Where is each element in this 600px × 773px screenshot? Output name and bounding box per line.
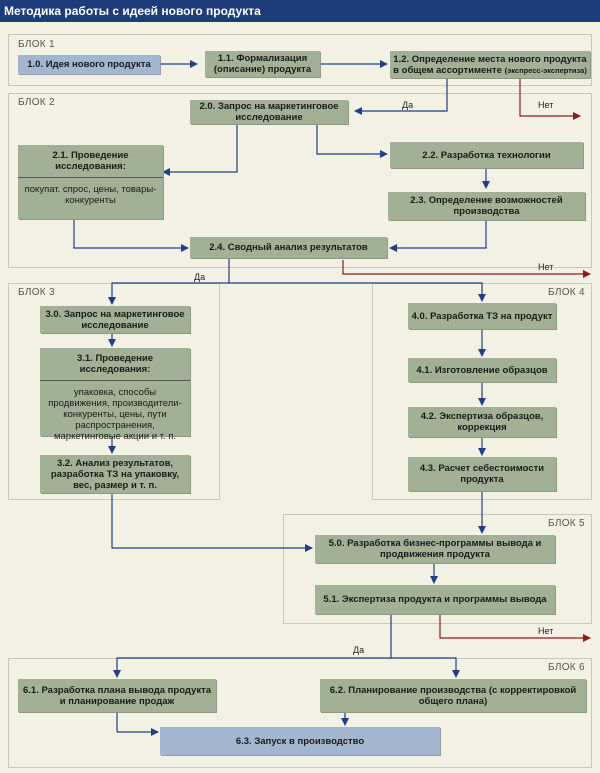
node-1.0-idea[interactable]: 1.0. Идея нового продукта [18, 55, 160, 74]
arrow-no-1 [519, 78, 581, 120]
node-1.2-placement[interactable]: 1.2. Определение места нового продукта в… [390, 51, 590, 78]
arrow-2.0-to-2.1 [162, 124, 238, 176]
block-6-label: БЛОК 6 [548, 662, 585, 673]
node-3.1-body: упаковка, способы продвижения, производи… [48, 387, 182, 442]
node-2.1-research[interactable]: 2.1. Проведение исследования: покупат. с… [18, 145, 163, 219]
arrow-to-6.1 [113, 657, 391, 678]
block-1-label: БЛОК 1 [18, 39, 55, 50]
block-1 [8, 34, 592, 86]
label-yes-2: Да [194, 272, 206, 282]
arrow-no-2 [342, 260, 591, 278]
node-3.2-analysis-spec[interactable]: 3.2. Анализ результатов, разработка ТЗ н… [40, 455, 190, 493]
label-no-1: Нет [538, 100, 554, 110]
arrow-2.1-to-2.4 [73, 219, 189, 252]
block-3-label: БЛОК 3 [18, 287, 55, 298]
node-4.1-samples[interactable]: 4.1. Изготовление образцов [408, 358, 556, 382]
node-5.0-business-program[interactable]: 5.0. Разработка бизнес-программы вывода … [315, 535, 555, 563]
node-4.2-sample-expertise[interactable]: 4.2. Экспертиза образцов, коррекция [408, 407, 556, 437]
node-2.2-technology[interactable]: 2.2. Разработка технологии [390, 142, 583, 168]
label-yes-3: Да [353, 645, 365, 655]
node-3.1-research[interactable]: 3.1. Проведение исследования: упаковка, … [40, 348, 190, 442]
node-6.1-launch-plan[interactable]: 6.1. Разработка плана вывода продукта и … [18, 679, 216, 712]
node-2.3-production-capabilities[interactable]: 2.3. Определение возможностей производст… [388, 192, 585, 220]
arrow-to-4.0 [229, 282, 486, 302]
arrow-2.0-to-2.2 [316, 124, 388, 158]
node-2.4-summary-analysis[interactable]: 2.4. Сводный анализ результатов [190, 237, 387, 258]
block-2 [8, 93, 592, 268]
label-no-3: Нет [538, 626, 554, 636]
page-title: Методика работы с идеей нового продукта [0, 0, 600, 22]
block-5-label: БЛОК 5 [548, 518, 585, 529]
arrow-to-3.0 [108, 282, 229, 305]
node-6.3-production-launch[interactable]: 6.3. Запуск в производство [160, 727, 440, 755]
node-2.1-body: покупат. спрос, цены, товары-конкуренты [24, 184, 157, 206]
arrow-no-3 [439, 614, 591, 642]
node-1.1-formalization[interactable]: 1.1. Формализация (описание) продукта [205, 51, 320, 77]
node-5.1-program-expertise[interactable]: 5.1. Экспертиза продукта и программы выв… [315, 585, 555, 614]
arrow-3.2-to-5.0 [111, 493, 313, 552]
node-4.0-product-spec[interactable]: 4.0. Разработка ТЗ на продукт [408, 303, 556, 329]
node-3.1-head: 3.1. Проведение исследования: [40, 348, 190, 381]
block-5 [283, 514, 592, 624]
node-6.2-production-planning[interactable]: 6.2. Планирование производства (с коррек… [320, 679, 586, 712]
block-4-label: БЛОК 4 [548, 287, 585, 298]
arrow-1.2-to-2.0 [354, 78, 448, 115]
node-4.3-cost-calculation[interactable]: 4.3. Расчет себестоимости продукта [408, 457, 556, 491]
node-2.0-research-request[interactable]: 2.0. Запрос на маркетинговое исследовани… [190, 100, 348, 124]
block-2-label: БЛОК 2 [18, 97, 55, 108]
node-1.2-text: 1.2. Определение места нового продукта в… [393, 53, 587, 76]
arrow-2.3-to-2.4 [389, 220, 487, 252]
label-yes-1: Да [402, 100, 414, 110]
node-3.0-research-request[interactable]: 3.0. Запрос на маркетинговое исследовани… [40, 306, 190, 333]
label-no-2: Нет [538, 262, 554, 272]
arrow-to-6.2 [391, 657, 460, 678]
node-2.1-head: 2.1. Проведение исследования: [18, 145, 163, 178]
